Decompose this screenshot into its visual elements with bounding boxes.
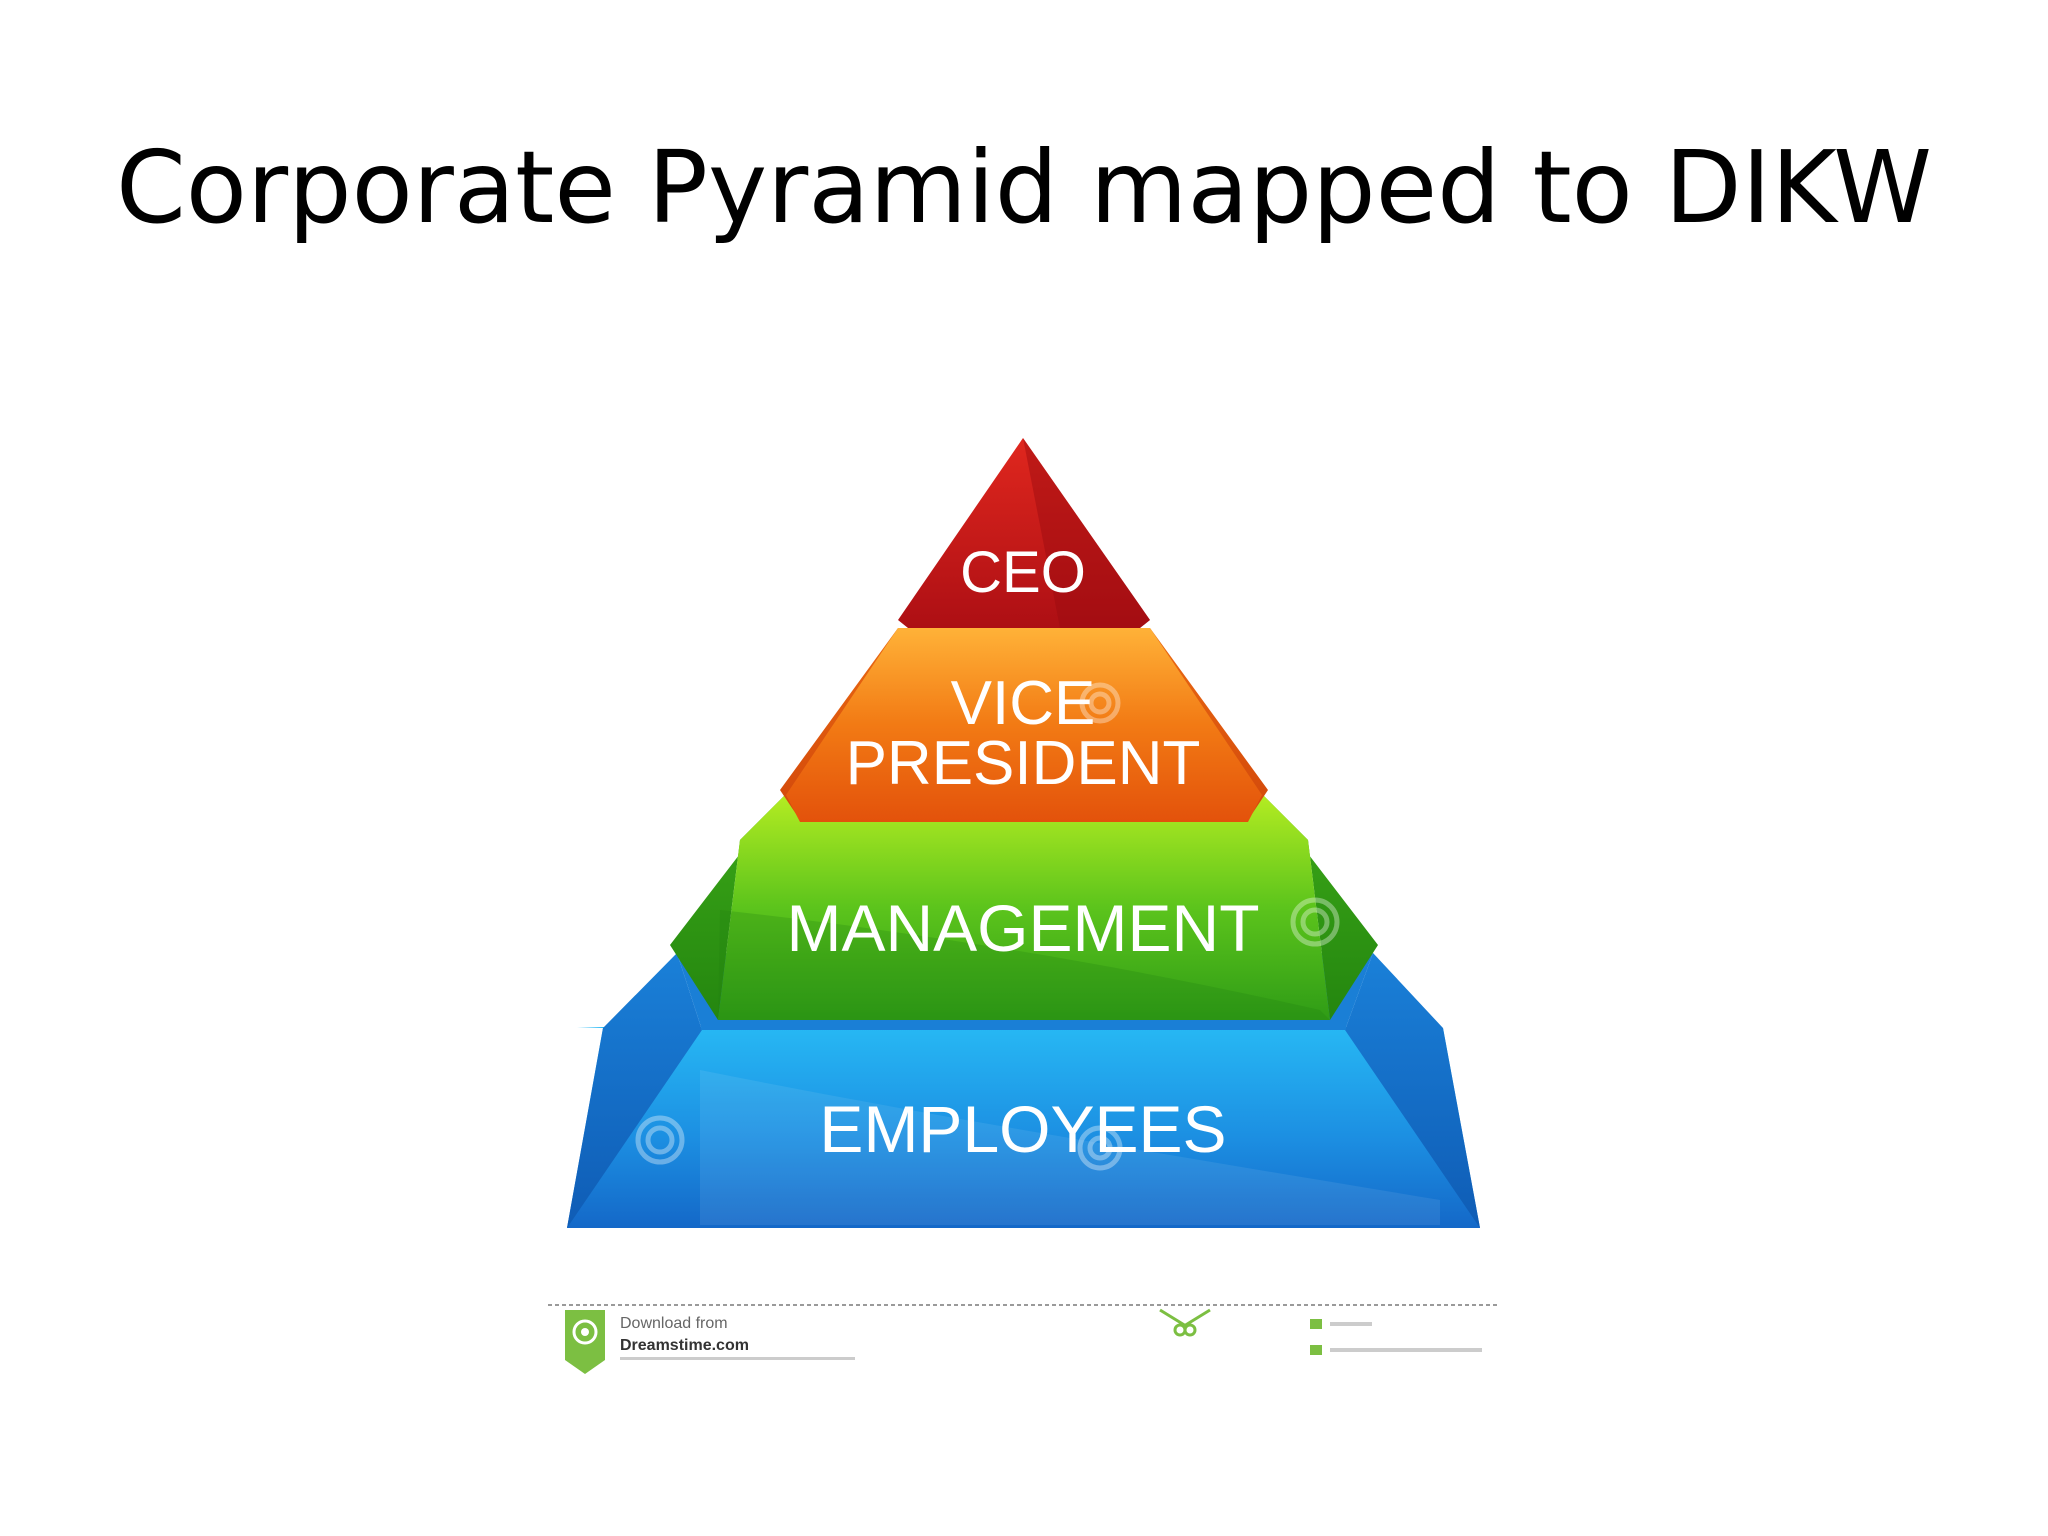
author-badge-icon (1310, 1345, 1322, 1355)
id-badge-icon (1310, 1319, 1322, 1329)
slide-title: Corporate Pyramid mapped to DIKW (115, 129, 1932, 246)
spiral-logo-icon (565, 1310, 605, 1374)
tier-vice-president (780, 628, 1268, 822)
tier-vice-president-label-line2: PRESIDENT (846, 729, 1201, 798)
tier-vice-president-label-line1: VICE (951, 669, 1096, 738)
tier-management (670, 795, 1378, 1020)
tier-employees-shape (567, 1027, 1480, 1228)
tier-ceo-shade (1023, 438, 1150, 628)
tier-employees-sheen (700, 1070, 1440, 1225)
tier-management-sheen (718, 910, 1330, 1020)
download-from-label: Download from (620, 1315, 728, 1332)
dreamstime-site-name: Dreamstime.com (620, 1337, 749, 1354)
tier-ceo (898, 438, 1150, 628)
tier-employees-label: EMPLOYEES (819, 1092, 1226, 1166)
credit-strip: Download from Dreamstime.com (548, 1304, 1500, 1374)
author-placeholder (1330, 1348, 1482, 1352)
scissors-icon (1159, 1308, 1211, 1337)
tier-ceo-label: CEO (960, 540, 1086, 605)
tier-employees-left-face (567, 953, 702, 1228)
tier-management-label: MANAGEMENT (786, 891, 1259, 965)
tier-ceo-shape (898, 438, 1150, 628)
tier-employees (567, 953, 1480, 1228)
tier-management-right-face (1263, 795, 1378, 1020)
tier-management-left-face (670, 795, 785, 1020)
credit-fine-print (620, 1357, 855, 1360)
tier-vice-president-shape (786, 628, 1262, 822)
id-number-placeholder (1330, 1322, 1372, 1326)
tier-employees-right-face (1345, 953, 1480, 1228)
spiral-watermark-icon (635, 682, 1340, 1171)
tier-management-shape (718, 795, 1330, 1020)
